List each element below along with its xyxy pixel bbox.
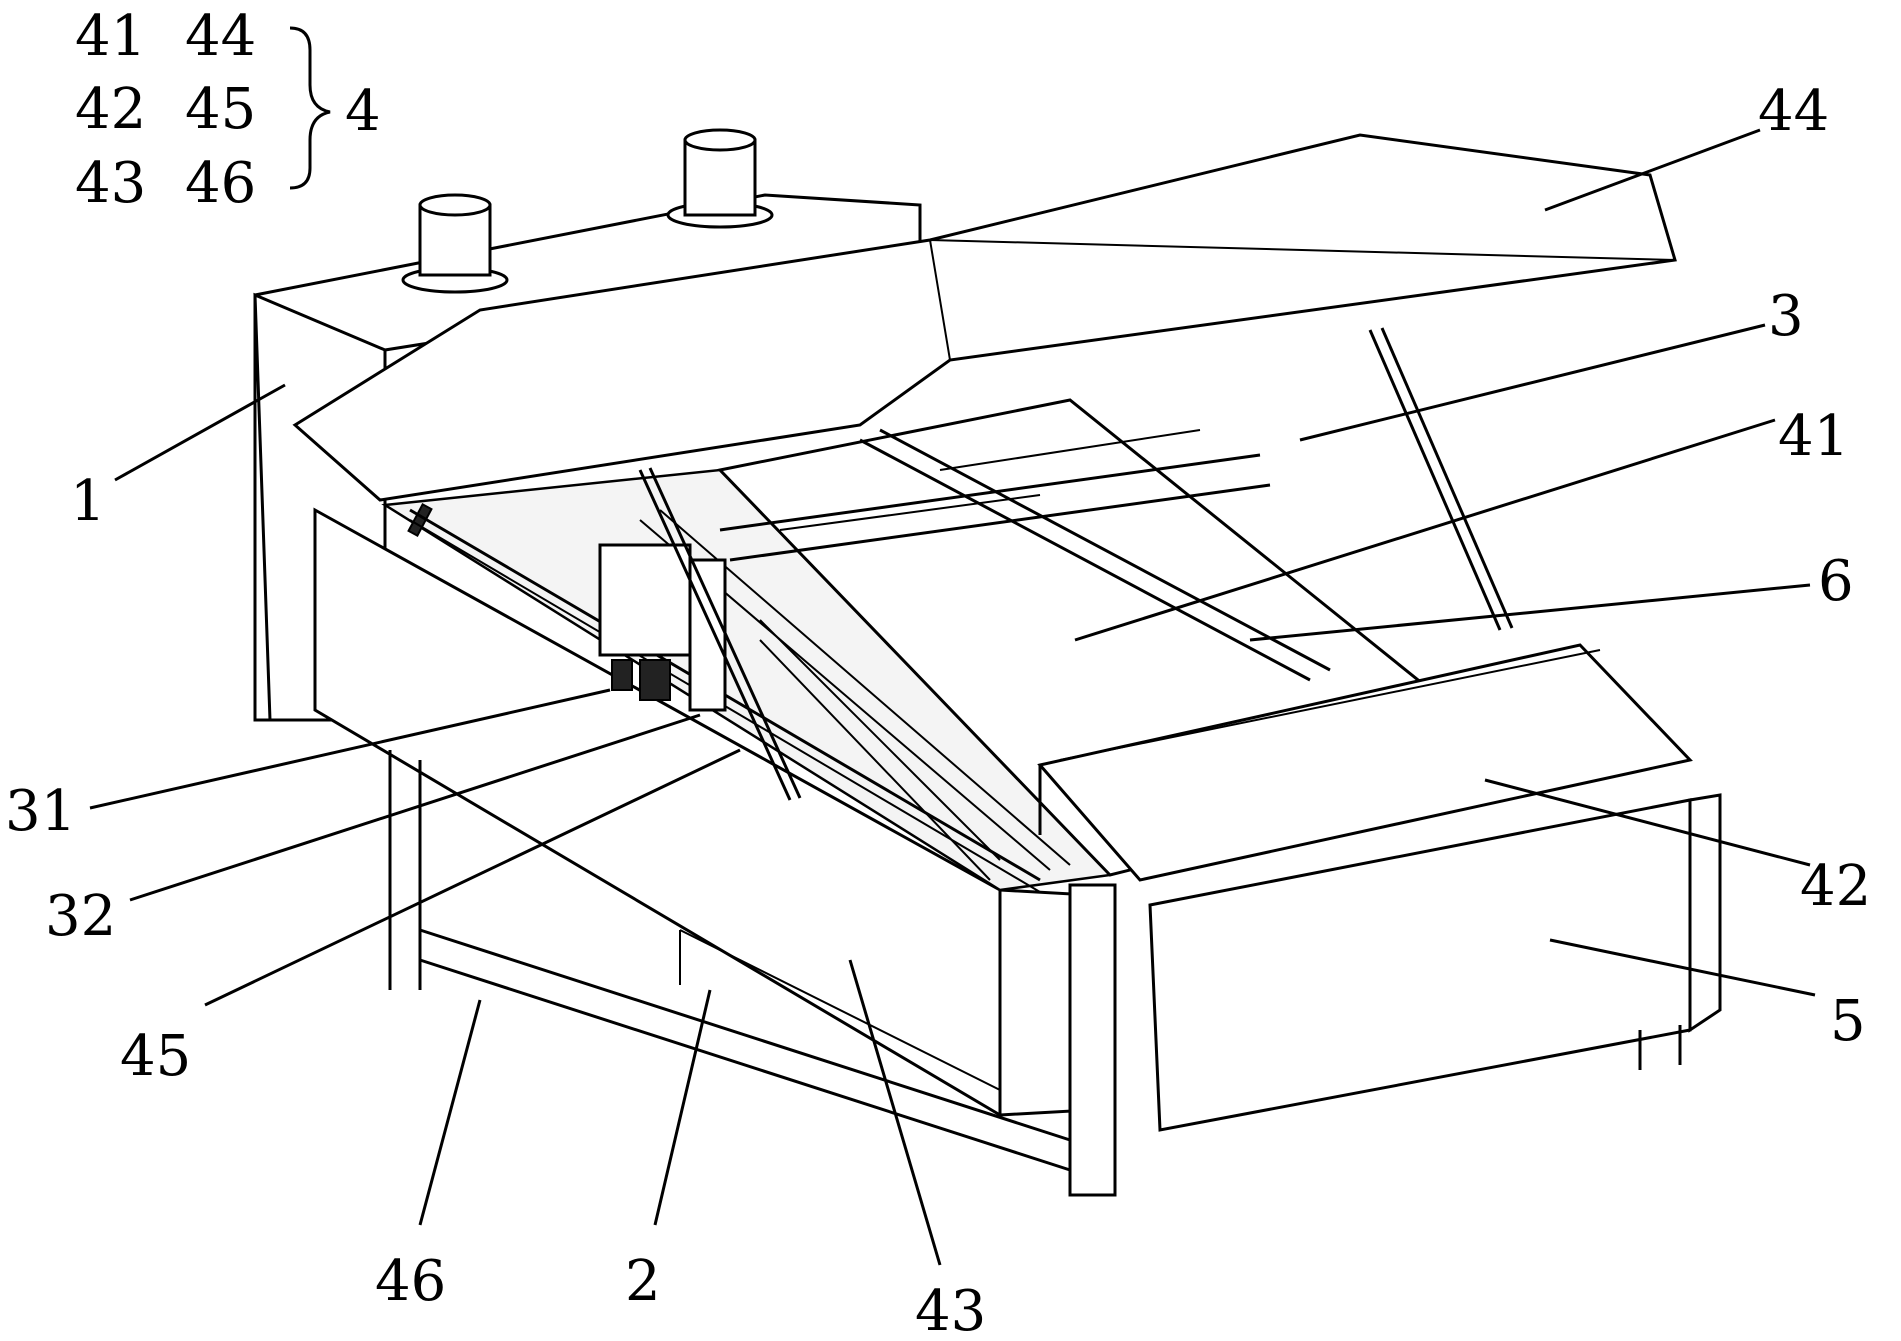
top-vent-right (666, 128, 774, 229)
leader-42 (1484, 778, 1811, 867)
leader-46 (418, 999, 482, 1226)
legend-item-43: 43 (75, 151, 146, 216)
upper-hood (292, 133, 1677, 502)
leader-5 (1549, 938, 1816, 997)
callout-46: 46 (375, 1249, 446, 1314)
callout-45: 45 (120, 1024, 191, 1089)
callout-32: 32 (45, 884, 116, 949)
leader-32 (129, 713, 701, 902)
legend: 41 44 42 45 43 46 4 (75, 4, 381, 216)
leader-6 (1249, 583, 1811, 642)
leader-3 (1299, 323, 1766, 442)
legend-brace (289, 26, 331, 190)
leader-2 (653, 989, 712, 1226)
callout-5: 5 (1830, 989, 1866, 1054)
legend-item-41: 41 (75, 4, 146, 69)
legend-group-label: 4 (345, 79, 381, 144)
leader-41 (1074, 418, 1776, 642)
callout-41: 41 (1778, 404, 1849, 469)
machine-drawing (253, 128, 1722, 1197)
top-vent-left (401, 193, 509, 294)
leader-44 (1544, 128, 1761, 212)
callout-31: 31 (5, 779, 76, 844)
legend-item-46: 46 (185, 151, 256, 216)
callouts: 1 44 3 41 6 42 5 31 32 45 46 2 43 (5, 79, 1871, 1341)
right-cover (1037, 643, 1693, 882)
legend-item-45: 45 (185, 77, 256, 142)
legend-item-44: 44 (185, 4, 256, 69)
front-post (1068, 883, 1117, 1197)
leader-43 (848, 959, 942, 1266)
leader-1 (114, 383, 286, 482)
callout-44: 44 (1758, 79, 1829, 144)
drive-motor (598, 543, 727, 712)
legend-item-42: 42 (75, 77, 146, 142)
callout-3: 3 (1768, 284, 1804, 349)
callout-6: 6 (1818, 549, 1854, 614)
leader-31 (89, 688, 611, 810)
callout-42: 42 (1800, 854, 1871, 919)
leader-45 (204, 748, 741, 1007)
callout-43: 43 (915, 1279, 986, 1341)
base-frame (388, 750, 1682, 1172)
callout-1: 1 (70, 469, 106, 534)
gas-strut-right (1368, 327, 1514, 631)
callout-2: 2 (625, 1249, 661, 1314)
gas-strut-left (638, 467, 802, 801)
conveyor-rails (719, 428, 1331, 881)
